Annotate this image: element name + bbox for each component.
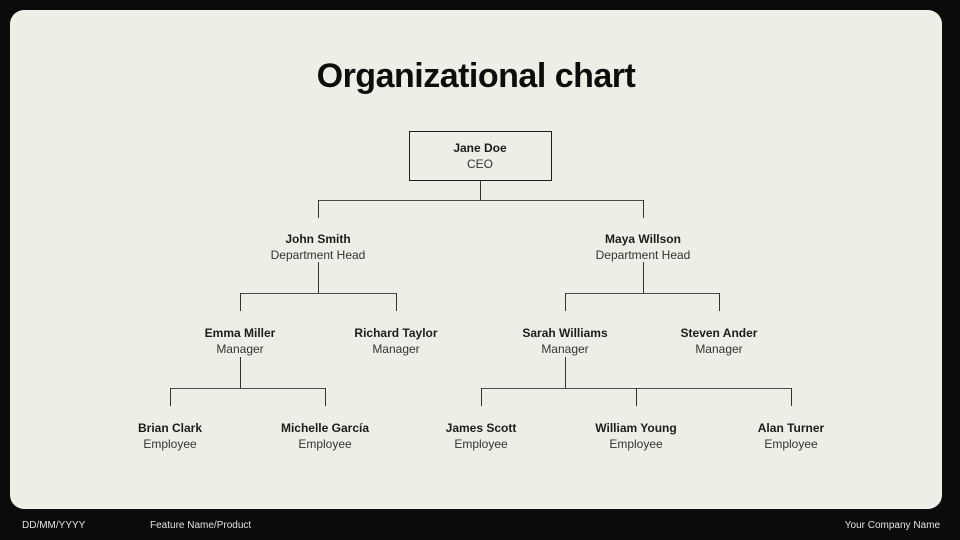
connector-line bbox=[719, 293, 720, 311]
connector-line bbox=[325, 388, 326, 406]
org-node-role: Manager bbox=[372, 342, 420, 356]
connector-line bbox=[170, 388, 325, 389]
footer-bar: DD/MM/YYYY Feature Name/Product Your Com… bbox=[0, 509, 960, 540]
org-node-role: Department Head bbox=[270, 248, 366, 262]
connector-line bbox=[480, 181, 481, 200]
org-node-role: Department Head bbox=[595, 248, 691, 262]
footer-feature-name: Feature Name/Product bbox=[150, 520, 252, 531]
connector-line bbox=[318, 200, 319, 218]
connector-line bbox=[481, 388, 482, 406]
org-node-role: Manager bbox=[695, 342, 743, 356]
org-node-role: Employee bbox=[764, 437, 818, 451]
org-node-name: Emma Miller bbox=[204, 326, 276, 340]
org-node-name: Steven Ander bbox=[680, 326, 758, 340]
org-node-name: Michelle García bbox=[280, 421, 370, 435]
org-node-name: Richard Taylor bbox=[354, 326, 438, 340]
connector-line bbox=[636, 388, 637, 406]
org-node-role: Employee bbox=[143, 437, 197, 451]
connector-line bbox=[565, 293, 566, 311]
connector-line bbox=[643, 262, 644, 293]
org-node-role: Employee bbox=[609, 437, 663, 451]
org-node-name: James Scott bbox=[445, 421, 517, 435]
connector-line bbox=[318, 262, 319, 293]
connector-line bbox=[565, 357, 566, 388]
org-node-name: Maya Willson bbox=[605, 232, 681, 246]
org-node-role: Employee bbox=[298, 437, 352, 451]
connector-line bbox=[643, 200, 644, 218]
connector-line bbox=[565, 293, 719, 294]
org-node-role: CEO bbox=[466, 157, 493, 171]
org-node-name: Brian Clark bbox=[137, 421, 203, 435]
connector-line bbox=[240, 293, 241, 311]
org-node-name: John Smith bbox=[285, 232, 351, 246]
org-node-name: Sarah Williams bbox=[522, 326, 608, 340]
org-node-role: Manager bbox=[541, 342, 589, 356]
org-node-role: Employee bbox=[454, 437, 508, 451]
connector-line bbox=[240, 293, 396, 294]
connector-line bbox=[791, 388, 792, 406]
connector-line bbox=[318, 200, 643, 201]
org-node-name: William Young bbox=[595, 421, 677, 435]
org-node-role: Manager bbox=[216, 342, 264, 356]
org-node-name: Alan Turner bbox=[757, 421, 825, 435]
org-node-name: Jane Doe bbox=[453, 141, 507, 155]
footer-date-placeholder: DD/MM/YYYY bbox=[22, 520, 86, 531]
slide-title: Organizational chart bbox=[316, 57, 636, 95]
footer-company-name: Your Company Name bbox=[844, 520, 940, 531]
connector-line bbox=[396, 293, 397, 311]
connector-line bbox=[240, 357, 241, 388]
connector-line bbox=[170, 388, 171, 406]
